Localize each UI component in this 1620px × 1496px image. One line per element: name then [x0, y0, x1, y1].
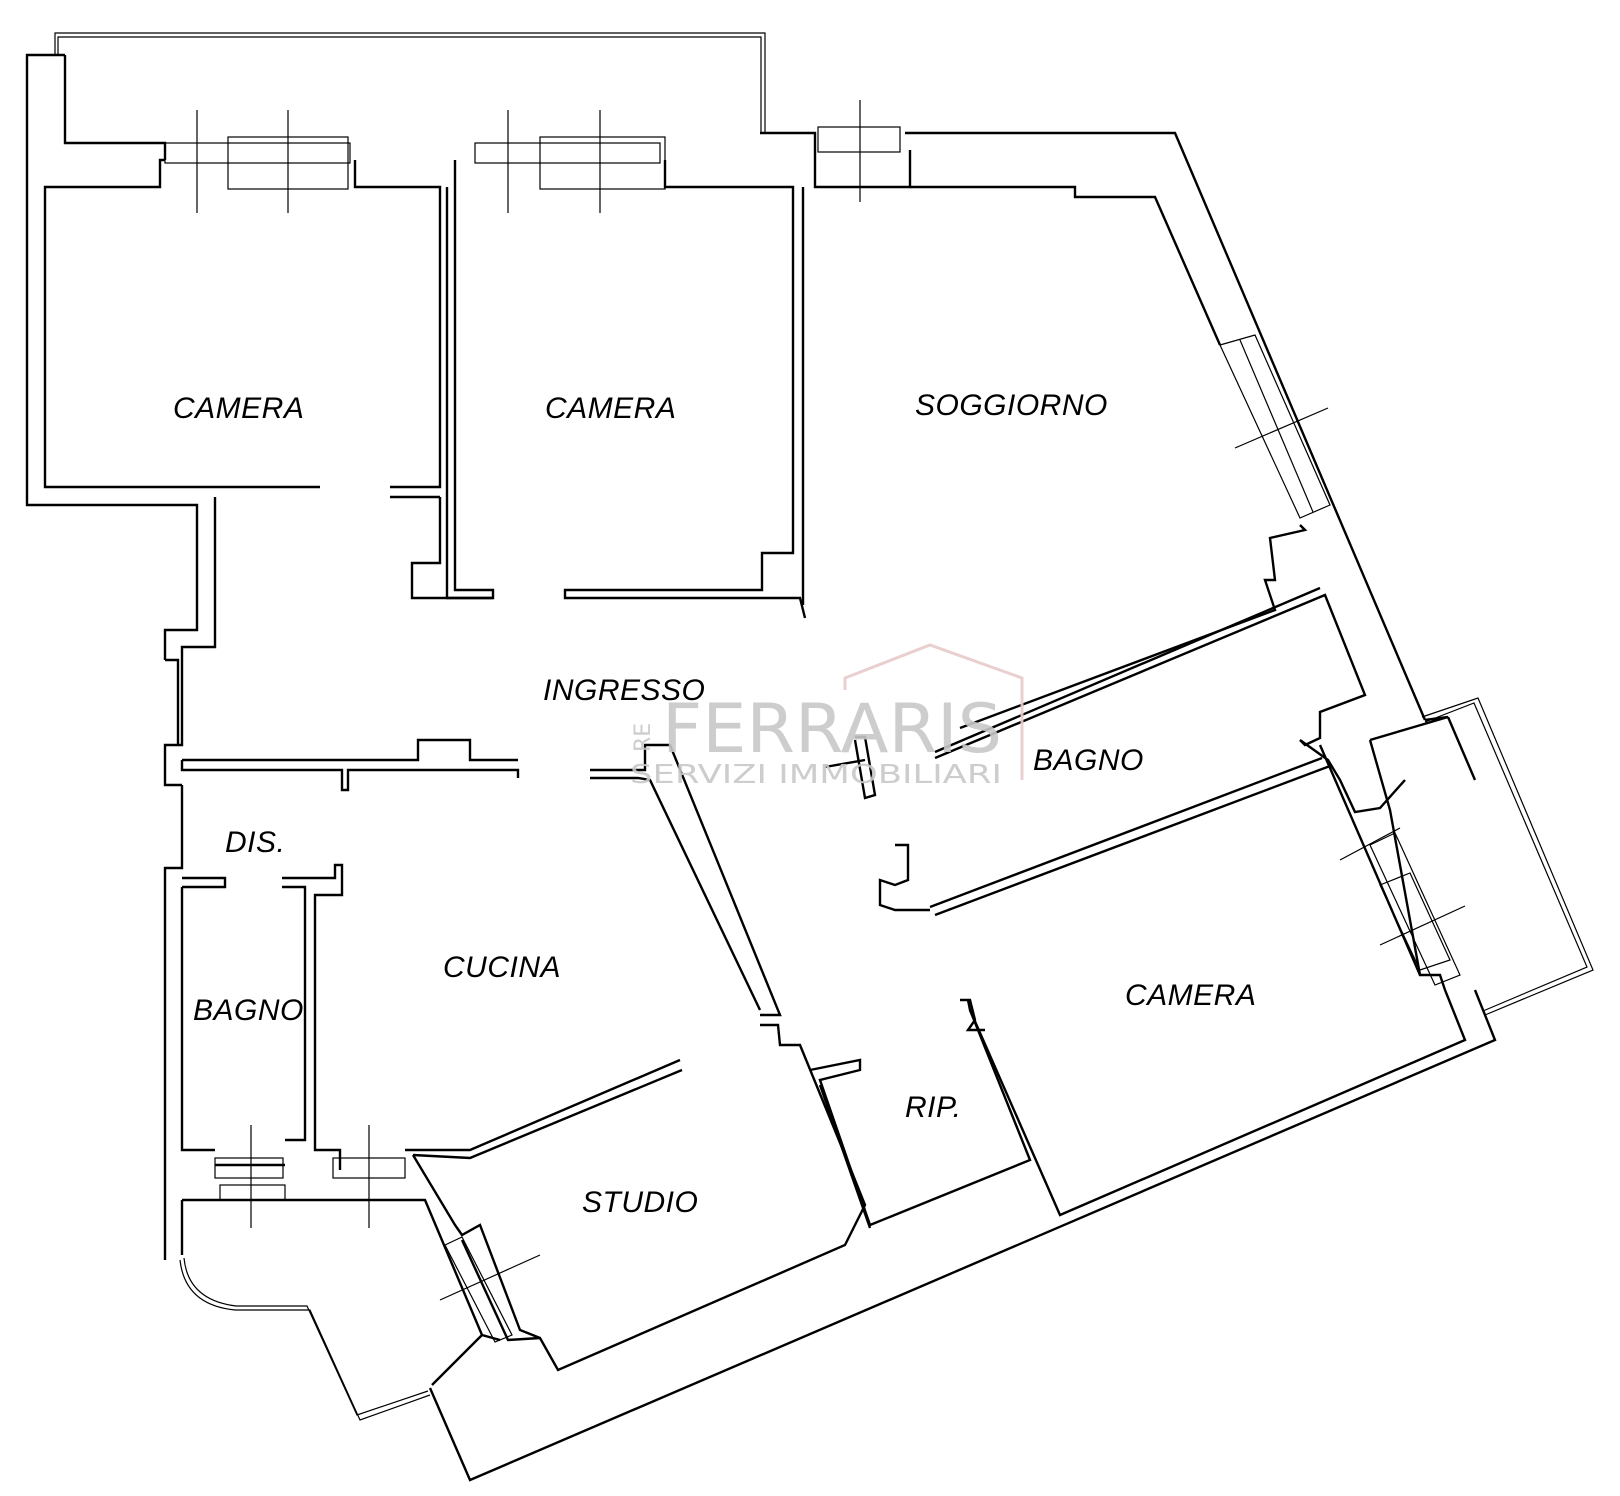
window-camera-1: [164, 110, 351, 213]
bottom-outer-wall: [428, 989, 1497, 1482]
room-label-camera-3: CAMERA: [1125, 979, 1256, 1012]
watermark-brand: FERRARIS: [662, 690, 1002, 769]
window-soggiorno: [817, 100, 901, 202]
bagno-hallway: [824, 758, 866, 769]
ingresso-walls: [180, 738, 782, 1017]
watermark-roof: [843, 643, 1024, 780]
bottom-left-balcony: [179, 1257, 431, 1421]
room-label-ingresso: INGRESSO: [543, 674, 705, 707]
window-camera-right: [1339, 827, 1466, 986]
right-balcony: [1421, 697, 1594, 1016]
window-camera-2: [474, 110, 666, 213]
watermark: RE FERRARIS SERVIZI IMMOBILIARI: [630, 643, 1024, 790]
room-label-camera-2: CAMERA: [545, 392, 676, 425]
bagno-upper-walls: [853, 586, 1406, 814]
watermark-brand-prefix: RE: [631, 723, 656, 752]
room-label-cucina: CUCINA: [443, 951, 561, 984]
watermark-tagline: SERVIZI IMMOBILIARI: [630, 760, 1002, 790]
room-label-rip: RIP.: [905, 1091, 961, 1124]
camera-right-walls: [878, 716, 1477, 1217]
window-bagno-lower: [214, 1125, 286, 1228]
room-label-soggiorno: SOGGIORNO: [915, 389, 1108, 422]
top-balcony: [54, 32, 766, 133]
window-cucina-lower: [332, 1125, 406, 1228]
room-label-camera-1: CAMERA: [173, 392, 304, 425]
window-soggiorno-right: [1219, 334, 1331, 519]
rip-walls: [809, 1009, 1032, 1229]
cucina-studio-walls: [182, 1023, 867, 1372]
room-label-bagno-2: BAGNO: [193, 994, 304, 1027]
window-studio: [439, 1236, 541, 1343]
room-label-bagno-1: BAGNO: [1033, 744, 1144, 777]
dis-bagno-walls: [163, 785, 344, 1260]
room-label-dis: DIS.: [225, 826, 285, 859]
room-label-studio: STUDIO: [582, 1186, 698, 1219]
